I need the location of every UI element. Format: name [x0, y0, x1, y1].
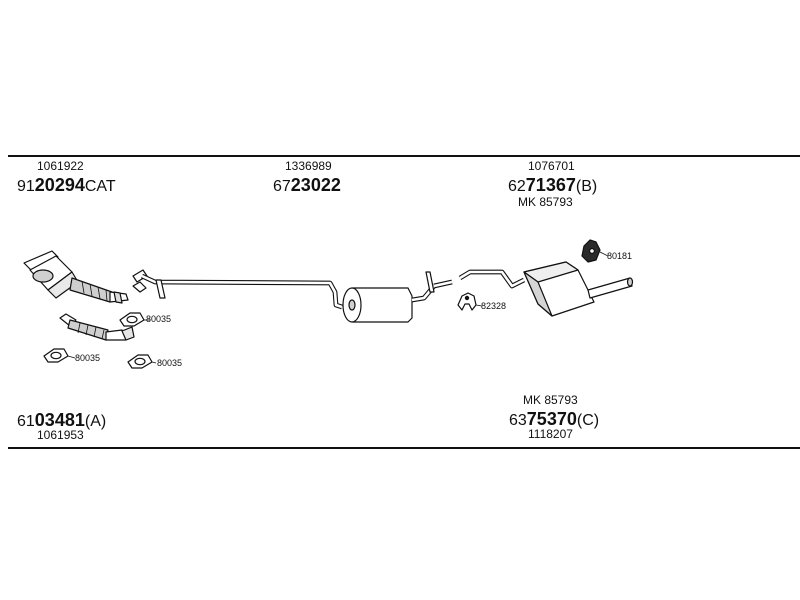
- bottom-rule: [8, 447, 800, 449]
- rear-bottom-order-code: 6375370(C): [509, 410, 599, 429]
- rear-bottom-part-number: 1118207: [528, 427, 573, 441]
- mid-top-prefix: 67: [273, 178, 291, 195]
- centre-pipe-part: [132, 269, 343, 310]
- rear-top-prefix: 62: [508, 178, 526, 195]
- mid-top-main: 23022: [290, 175, 341, 195]
- rubber-hanger-rear-part: [581, 239, 601, 263]
- callout-gasket-a: 80035: [146, 314, 172, 324]
- rear-bottom-kit: MK 85793: [523, 393, 578, 407]
- gasket-part-c: [127, 354, 153, 369]
- front-top-suffix: CAT: [84, 178, 116, 195]
- mid-top-order-code: 6723022: [273, 176, 341, 195]
- front-bottom-order-code: 6103481(A): [17, 411, 106, 430]
- rubber-hanger-mid-part: [457, 292, 477, 311]
- catalytic-converter-part: [23, 250, 129, 304]
- callout-hanger-mid: 82328: [481, 301, 507, 311]
- front-top-prefix: 91: [17, 178, 35, 195]
- callout-leaders: [67, 251, 609, 364]
- rear-top-main: 71367: [525, 175, 576, 195]
- rear-top-kit: MK 85793: [518, 195, 573, 209]
- rear-bottom-suffix: (C): [576, 412, 600, 429]
- front-top-part-number: 1061922: [37, 159, 84, 173]
- front-bottom-part-number: 1061953: [37, 428, 84, 442]
- gasket-part-a: [119, 312, 145, 327]
- front-bottom-prefix: 61: [17, 413, 35, 430]
- rear-bottom-prefix: 63: [509, 412, 527, 429]
- callout-hanger-rear: 80181: [607, 251, 633, 261]
- front-top-main: 20294: [34, 175, 85, 195]
- flex-pipe-part: [59, 313, 135, 341]
- front-top-order-code: 9120294CAT: [17, 176, 116, 195]
- callout-gasket-c: 80035: [157, 358, 183, 368]
- rear-bottom-main: 75370: [526, 409, 577, 429]
- rear-top-order-code: 6271367(B): [508, 176, 597, 195]
- mid-top-part-number: 1336989: [285, 159, 332, 173]
- callout-gasket-b: 80035: [75, 353, 101, 363]
- rear-top-suffix: (B): [575, 178, 598, 195]
- front-bottom-main: 03481: [34, 410, 85, 430]
- front-bottom-suffix: (A): [84, 413, 107, 430]
- rear-top-part-number: 1076701: [528, 159, 575, 173]
- gasket-part-b: [43, 348, 69, 363]
- top-rule: [8, 155, 800, 157]
- rear-silencer-part: [458, 261, 634, 317]
- middle-silencer-part: [342, 271, 453, 323]
